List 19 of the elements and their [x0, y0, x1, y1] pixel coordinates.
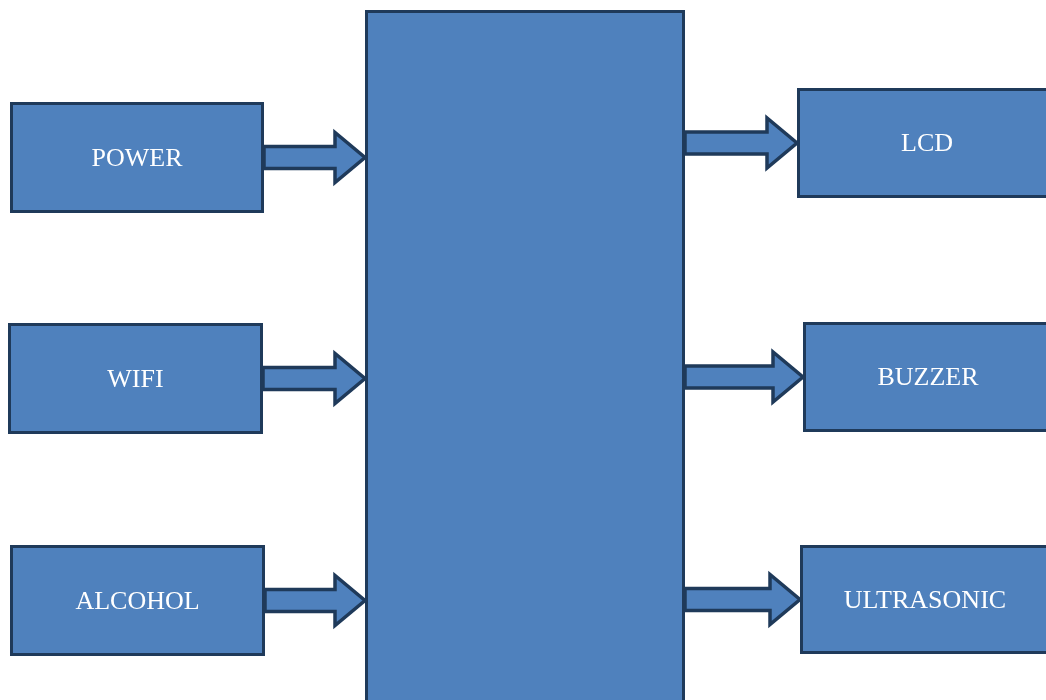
block-box [10, 102, 264, 213]
block-arrow [683, 348, 806, 406]
block-box [797, 88, 1046, 198]
block-box [10, 545, 265, 656]
block-label: LCD [901, 128, 953, 158]
block-label: WIFI [107, 363, 164, 394]
block-box [8, 323, 263, 434]
block-box [803, 322, 1046, 432]
block-box [800, 545, 1046, 654]
block-box [365, 10, 685, 700]
block-arrow [263, 571, 368, 630]
block-label: BUZZER [877, 362, 979, 392]
block-label: ULTRASONIC [843, 584, 1007, 615]
block-arrow [683, 570, 803, 629]
block-arrow [683, 114, 800, 172]
block-label: ALCOHOL [75, 585, 200, 616]
block-arrow [262, 128, 368, 187]
block-label: POWER [91, 142, 183, 173]
block-arrow [261, 349, 368, 408]
